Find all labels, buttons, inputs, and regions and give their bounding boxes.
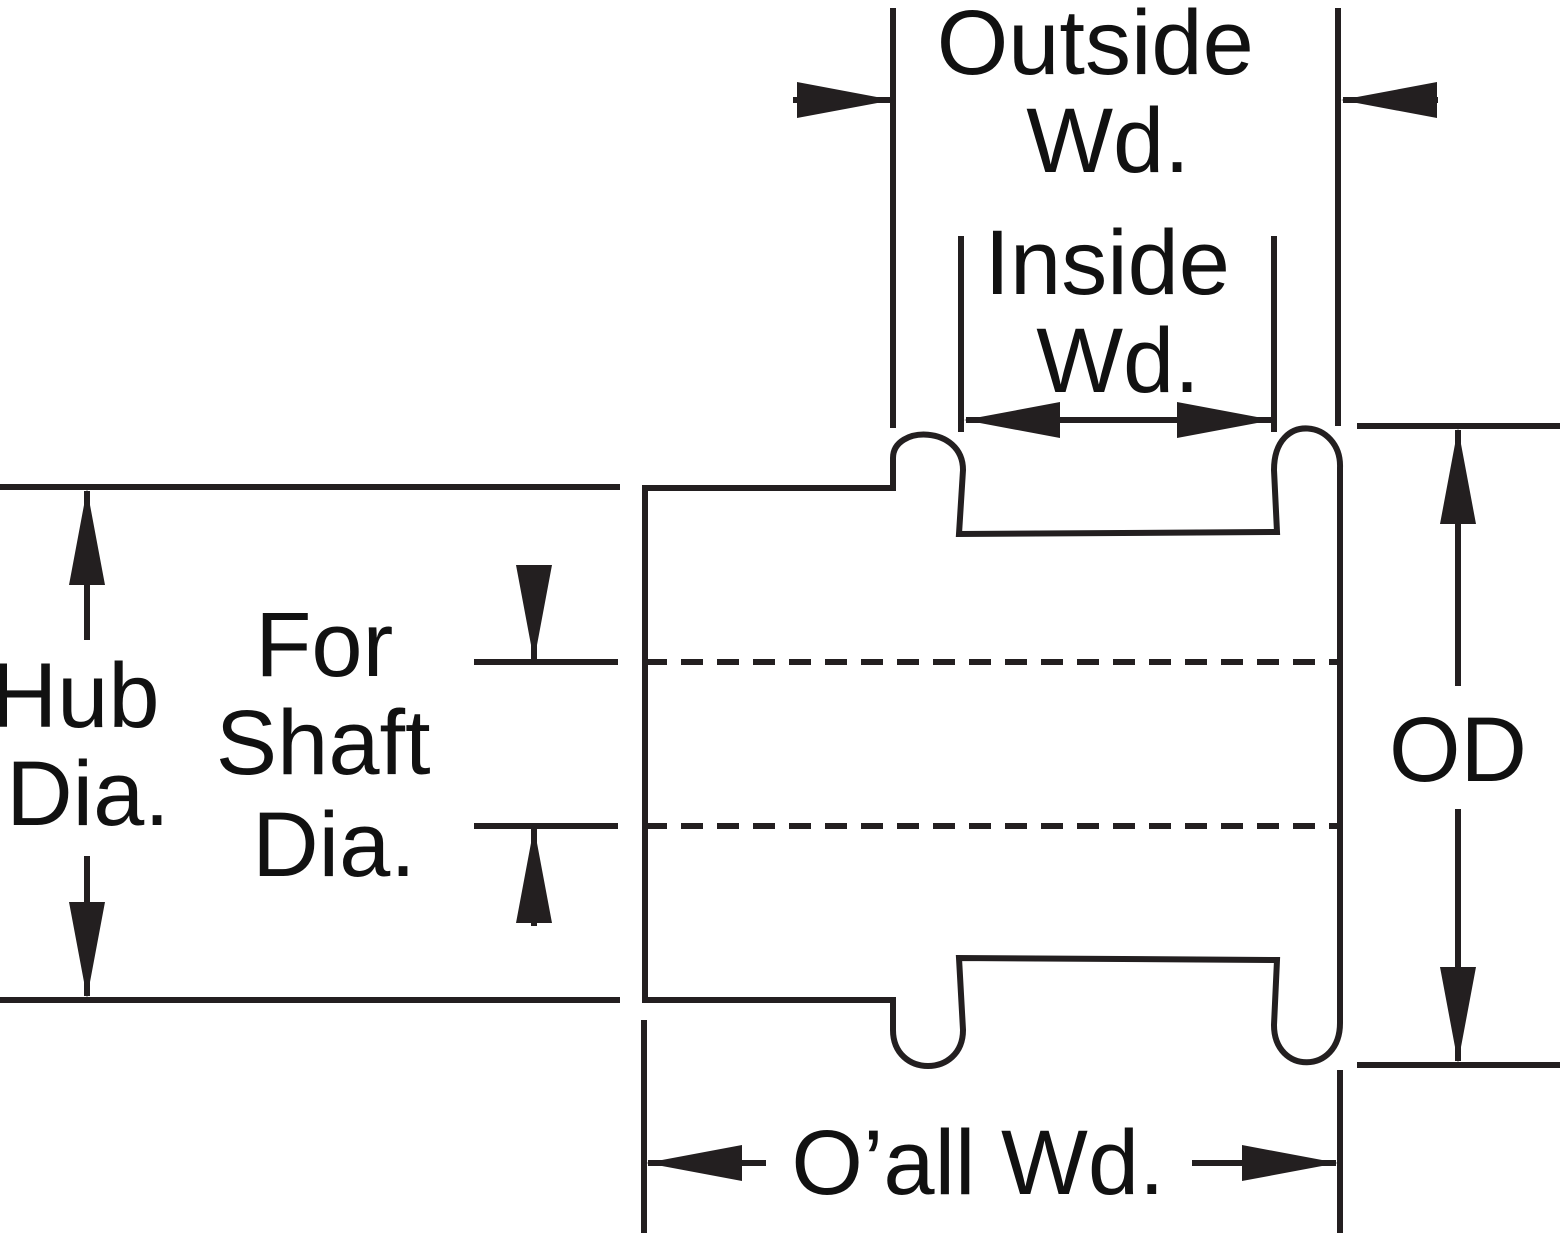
for-shaft-dia-label-line3: Dia.: [252, 794, 416, 896]
pulley-outline: [642, 425, 1344, 1069]
for-shaft-dia-label-line2: Shaft: [216, 692, 431, 794]
hub-dia-label-line2: Dia.: [6, 743, 170, 845]
outside-wd-label: Outside Wd.: [937, 0, 1280, 192]
for-shaft-dia-label: For Shaft Dia.: [216, 594, 456, 896]
outside-wd-label-line1: Outside: [937, 0, 1254, 94]
overall-wd-label: O’all Wd.: [791, 1112, 1164, 1214]
inside-wd-label-line2: Wd.: [1036, 310, 1200, 412]
hub-dia-label-line1: Hub: [0, 645, 160, 747]
for-shaft-dia-label-line1: For: [255, 594, 393, 696]
outside-wd-label-line2: Wd.: [1026, 90, 1190, 192]
inside-wd-label-line1: Inside: [984, 212, 1230, 314]
hub-dia-label: Hub Dia.: [0, 645, 185, 845]
inside-wd-label: Inside Wd.: [984, 212, 1255, 412]
od-label: OD: [1389, 699, 1527, 801]
